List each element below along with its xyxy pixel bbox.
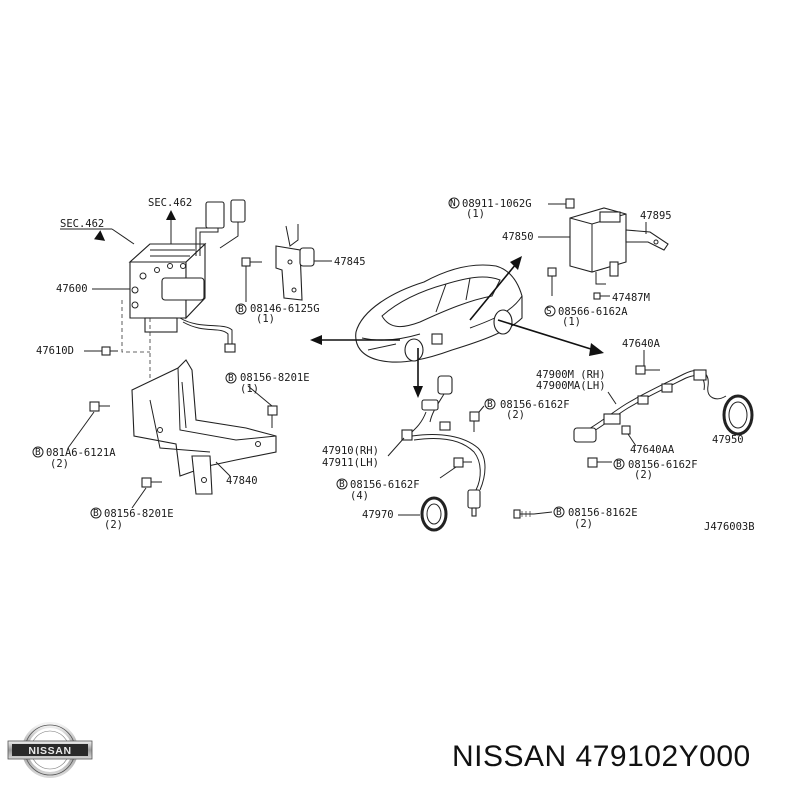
callout-arrows [310,256,604,398]
bolt-08156-8162e [513,509,534,519]
bolt-47640a [635,365,660,375]
label-47911: 47911(LH) [322,457,379,469]
label-08156-8162e: 08156-8162E [568,507,638,519]
qty-08156-6162f-upper: (2) [506,409,525,421]
label-47610d: 47610D [36,345,74,357]
circle-b-6162f-rear: B [616,459,622,470]
label-47970: 47970 [362,509,394,521]
nissan-logo: NISSAN [7,722,93,778]
label-08156-8201e-bottom: 08156-8201E [104,508,174,520]
abs-actuator [128,199,246,353]
circle-s-08566: S [546,306,552,317]
clip-47487m [593,292,601,300]
label-47950: 47950 [712,434,744,446]
label-47845: 47845 [334,256,366,268]
label-47640a: 47640A [622,338,661,350]
sensor-ring-47970 [420,496,448,532]
circle-b-08146: B [238,304,244,315]
bolt-08156-6162f-lower [453,457,472,468]
qty-081a6: (2) [50,458,69,470]
label-08911-1062g: 08911-1062G [462,198,532,210]
sensor-ring-47950 [722,394,754,436]
label-08156-8201e-top: 08156-8201E [240,372,310,384]
bracket-47895 [625,229,669,251]
label-47910: 47910(RH) [322,445,379,457]
abs-actuator-group: SEC.462 SEC.462 [32,197,310,531]
circle-b-6162f-lower: B [339,479,345,490]
bolt-08156-8201e-top [267,405,278,428]
label-47840: 47840 [226,475,258,487]
qty-08156-8201e-bottom: (2) [104,519,123,531]
logo-text: NISSAN [28,745,71,757]
circle-b-8201e-top: B [228,373,234,384]
bolt-47610d [101,346,118,356]
label-08146-6125g: 08146-6125G [250,303,320,315]
bolt-08156-6162f-upper [469,411,480,432]
sensor-47910 [401,375,486,517]
bolt-08156-8201e-bottom [141,477,162,488]
label-47895: 47895 [640,210,672,222]
qty-08156-6162f-rear: (2) [634,469,653,481]
sensor-47850 [569,207,627,285]
qty-08146: (1) [256,313,275,325]
label-47640aa: 47640AA [630,444,675,456]
bracket-47845-group: 47845 B 08146-6125G (1) [235,224,366,325]
circle-b-081a6: B [35,447,41,458]
clip-47640aa [621,425,631,435]
qty-08156-8201e-top: (1) [240,383,259,395]
label-47487m: 47487M [612,292,650,304]
vehicle-outline [355,264,523,363]
label-08156-6162f-lower: 08156-6162F [350,479,420,491]
drawing-code: J476003B [704,521,755,533]
bolt-081a6 [89,401,110,412]
label-sec462-left: SEC.462 [60,218,104,230]
label-47900ma: 47900MA(LH) [536,380,606,392]
part-number-caption: NISSAN 479102Y000 [452,740,751,773]
bolt-08156-6162f-rear [587,457,612,468]
bolt-08146 [241,257,262,267]
qty-08911: (1) [466,208,485,220]
label-08156-6162f-upper: 08156-6162F [500,399,570,411]
label-08566-6162a: 08566-6162A [558,306,628,318]
label-081a6-6121a: 081A6-6121A [46,447,116,459]
circle-b-8201e-bottom: B [93,508,99,519]
bracket-47840 [131,359,277,495]
label-47900m: 47900M (RH) [536,369,606,381]
label-47850: 47850 [502,231,534,243]
label-47600: 47600 [56,283,88,295]
rear-sensor-group: 47640A 47900M (RH) 47900MA(LH) 47640AA 4… [536,338,754,481]
circle-n-08911: N [450,198,456,209]
qty-08566: (1) [562,316,581,328]
circle-b-6162f-upper: B [487,399,493,410]
qty-08156-6162f-lower: (4) [350,490,369,502]
label-sec462-top: SEC.462 [148,197,192,209]
harness-47900m [573,369,727,443]
label-08156-6162f-rear: 08156-6162F [628,459,698,471]
qty-08156-8162e: (2) [574,518,593,530]
bolt-08566 [547,267,557,296]
front-sensor-group: 47910(RH) 47911(LH) B 08156-6162F (2) B … [322,375,638,532]
sensor-47850-group: N 08911-1062G (1) 47850 47895 47487M [448,197,672,328]
circle-b-8162e: B [556,507,562,518]
